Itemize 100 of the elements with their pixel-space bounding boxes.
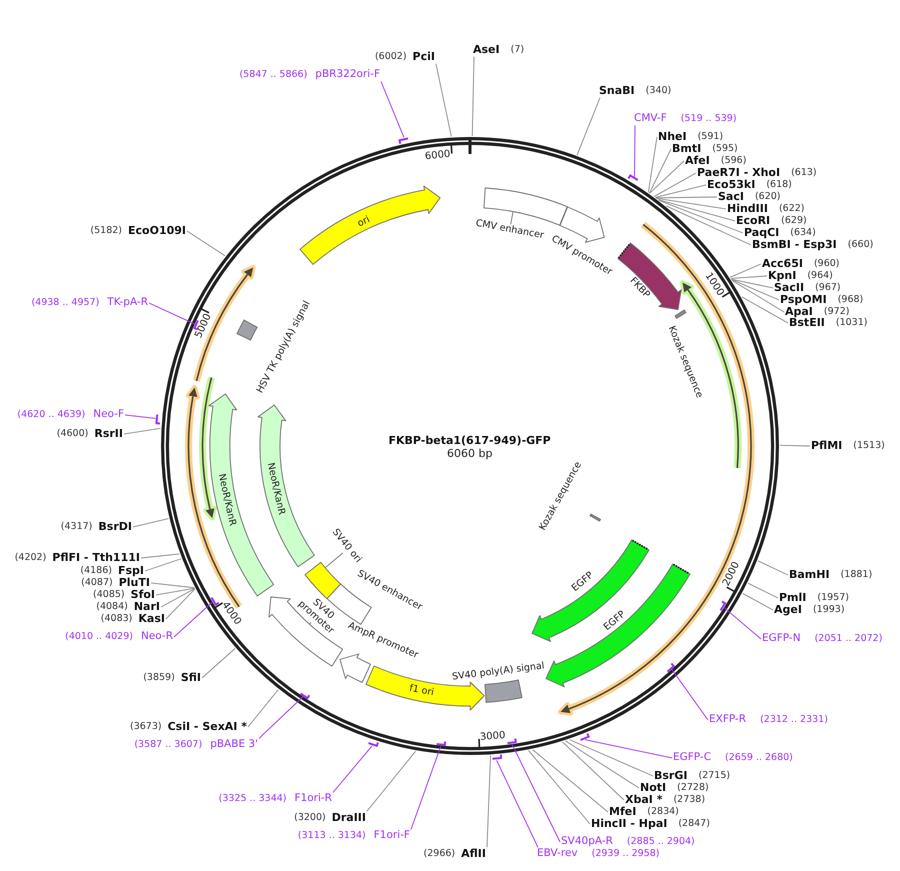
site-position: (3859) (143, 673, 175, 683)
site-position: (2966) (424, 849, 456, 859)
site-position: (613) (791, 168, 817, 178)
enzyme-name: HindIII (727, 203, 768, 215)
enzyme-name: BsmBI - Esp3I (752, 239, 837, 251)
leader-line (658, 199, 736, 222)
enzyme-name: Eco53kI (707, 179, 756, 191)
leader-line (410, 746, 442, 830)
site-position: (5182) (90, 226, 122, 236)
primer-name: Neo-R (140, 631, 173, 642)
site-position: (660) (848, 240, 874, 250)
leader-line (562, 741, 624, 800)
leader-line (742, 593, 774, 610)
enzyme-name: AseI (473, 44, 500, 56)
site-position: (960) (814, 259, 840, 269)
primer-range: (2885 .. 2904) (626, 837, 695, 847)
feature-label: SV40 poly(A) signal (451, 661, 545, 684)
enzyme-name: SfoI (130, 589, 155, 601)
enzyme-name: KpnI (768, 270, 796, 282)
leader-line (656, 198, 726, 210)
primer-mark (366, 740, 380, 748)
leader-line (436, 63, 452, 137)
site-position: (596) (720, 156, 746, 166)
enzyme-name: PaqCI (744, 227, 780, 239)
site-position: (968) (838, 295, 864, 305)
enzyme-name: PaeR7I - XhoI (697, 167, 780, 179)
primer-range: (4010 .. 4029) (65, 632, 133, 642)
enzyme-name: HincII - HpaI (591, 818, 668, 830)
leader-line (569, 739, 654, 776)
leader-line (156, 588, 196, 596)
leader-line (528, 750, 590, 824)
leader-line (741, 296, 788, 324)
primer-name: F1ori-F (374, 830, 410, 842)
scale-label: 3000 (480, 730, 507, 744)
primer-mark (398, 136, 410, 145)
primer-range: (4938 .. 4957) (31, 298, 100, 308)
primer-range: (519 .. 539) (680, 114, 737, 124)
site-position: (1513) (853, 441, 885, 451)
leader-line (658, 200, 744, 234)
enzyme-name: BmtI (672, 143, 702, 155)
enzyme-name: RsrII (94, 428, 123, 440)
leader-line (174, 602, 213, 638)
site-position: (1957) (817, 593, 849, 603)
primer-name: F1ori-R (294, 793, 332, 804)
leader-line (140, 554, 180, 558)
enzyme-name: MfeI (609, 806, 636, 818)
primer-range: (2312 .. 2331) (760, 715, 828, 725)
enzyme-name: PciI (412, 51, 435, 63)
leader-line (248, 689, 279, 728)
site-position: (1031) (836, 318, 868, 328)
primer-range: (3113 .. 3134) (298, 831, 366, 841)
enzyme-name: EcoO109I (128, 225, 186, 237)
leader-line (732, 280, 784, 312)
leader-line (486, 754, 491, 848)
leader-line (565, 740, 640, 788)
enzyme-name: KasI (138, 613, 165, 625)
site-position: (2715) (698, 771, 730, 781)
site-position: (4317) (60, 522, 92, 532)
primer-name: pBABE 3' (210, 739, 258, 750)
site-position: (1881) (840, 570, 872, 580)
site-position: (622) (778, 204, 805, 214)
primer-name: EBV-rev (537, 848, 578, 860)
leader-line (780, 444, 810, 446)
leader-line (366, 750, 416, 812)
leader-line (724, 607, 762, 640)
primer-mark (719, 600, 727, 612)
enzyme-name: PspOMI (780, 294, 827, 306)
enzyme-name: AfeI (685, 155, 710, 167)
site-position: (4202) (14, 553, 46, 563)
leader-line (166, 588, 196, 620)
enzyme-name: NheI (658, 131, 687, 143)
enzyme-name: BsrDI (98, 521, 132, 533)
primer-range: (5847 .. 5866) (239, 70, 308, 80)
leader-line (472, 56, 474, 136)
scale-label: 2000 (721, 560, 744, 588)
enzyme-name: BstEII (789, 317, 825, 329)
primer-range: (2659 .. 2680) (725, 753, 793, 763)
site-position: (2728) (677, 783, 709, 793)
primer-range: (2051 .. 2072) (814, 634, 882, 644)
primer-mark (666, 662, 676, 673)
primer-mark (192, 319, 199, 332)
leader-line (758, 560, 788, 576)
feature-label: f1 ori (408, 683, 434, 699)
site-position: (2738) (673, 795, 706, 805)
enzyme-name: EcoRI (736, 215, 770, 227)
leader-line (132, 518, 170, 528)
primer-mark (490, 753, 502, 761)
enzyme-name: PflFI - Tth111I (52, 552, 140, 564)
leader-line (576, 97, 600, 156)
site-position: (4084) (96, 602, 128, 612)
site-position: (2847) (678, 819, 710, 829)
scale-label: 5000 (192, 312, 214, 340)
leader-line (258, 696, 304, 739)
leader-line (634, 125, 636, 178)
primer-mark (506, 737, 518, 746)
leader-line (202, 648, 236, 678)
leader-line (655, 196, 718, 198)
leader-line (649, 160, 684, 194)
primer-name: pBR322ori-F (315, 69, 380, 80)
site-position: (591) (698, 132, 724, 142)
